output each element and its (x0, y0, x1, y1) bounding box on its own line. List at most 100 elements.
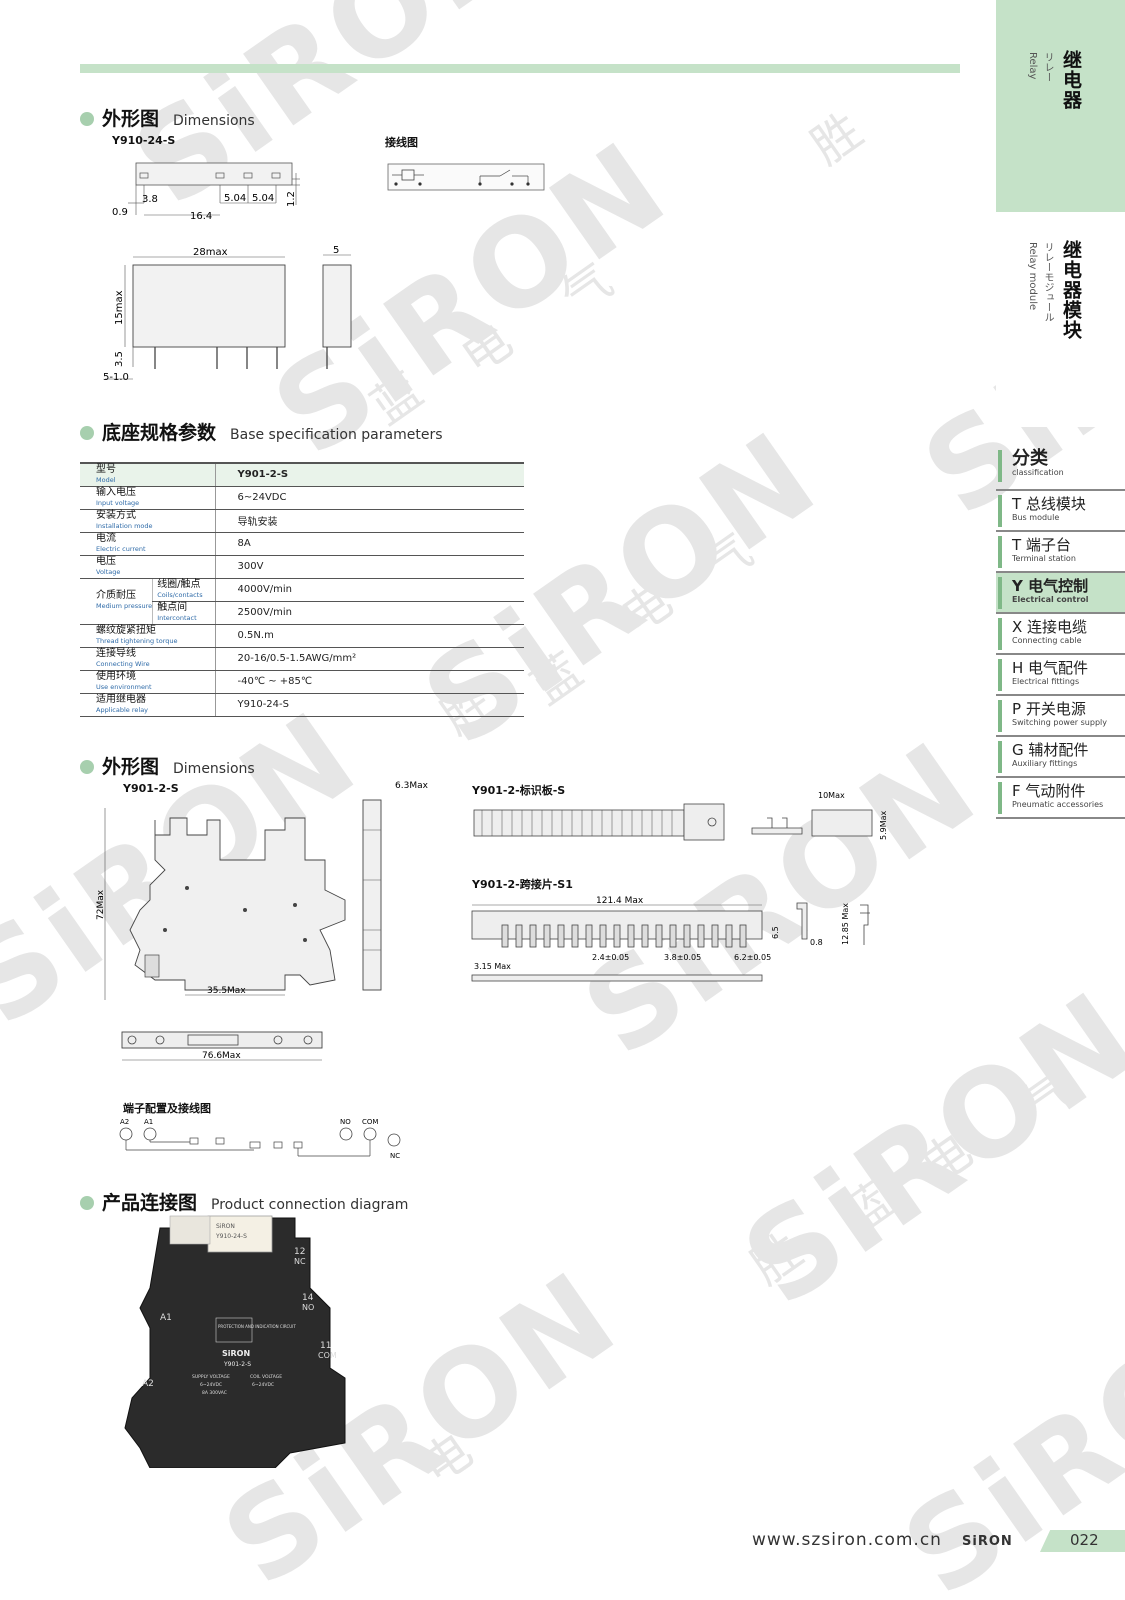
photo-t11: 11 (320, 1341, 331, 1351)
spec-subkey-en: Intercontact (157, 613, 197, 622)
spec-key-cn: 电流 (96, 532, 116, 544)
spec-value: 2500V/min (214, 601, 524, 625)
watermark-char: 电 (611, 572, 683, 646)
dim-2.4: 2.4±0.05 (592, 953, 629, 962)
nav-item-switching-power[interactable]: P 开关电源 Switching power supply (996, 696, 1125, 737)
nav-sub: Auxiliary fittings (1012, 759, 1078, 768)
dim-3.15max: 3.15 Max (474, 962, 511, 971)
dim-28max: 28max (193, 247, 228, 258)
photo-com: COM (318, 1351, 337, 1360)
photo-nc: NC (294, 1257, 306, 1266)
relay-pin-drawing: 0.9 3.8 16.4 5.04 5.04 1.2 (112, 162, 300, 222)
nav-title: T 端子台 (1012, 536, 1071, 554)
dim-3.5: 3.5 (114, 351, 125, 367)
nav-item-connecting-cable[interactable]: X 连接电缆 Connecting cable (996, 614, 1125, 655)
section-dimensions: 外形图 Dimensions (80, 104, 255, 131)
dim-5-1.0: 5-1.0 (103, 372, 129, 383)
spec-key-en: Input voltage (96, 498, 140, 507)
section-title-en: Dimensions (173, 761, 255, 777)
nav-sub: Pneumatic accessories (1012, 800, 1104, 809)
photo-rating: 8A 300VAC (202, 1390, 227, 1396)
terminal-wiring-diagram: A2 A1 NO COM NC (119, 1118, 401, 1160)
nav-title: F 气动附件 (1012, 782, 1086, 800)
tab-relay-en: Relay (1027, 52, 1038, 80)
spec-key-en: Electric current (96, 544, 146, 553)
bullet-icon (80, 760, 94, 774)
dim-5: 5 (333, 245, 339, 256)
dim-5.04-a: 5.04 (224, 193, 246, 204)
dim-35.5max: 35.5Max (207, 986, 246, 996)
section-title-cn: 产品连接图 (102, 1192, 198, 1214)
dim-0.9: 0.9 (112, 207, 128, 218)
nav-item-electrical-fittings[interactable]: H 电气配件 Electrical fittings (996, 655, 1125, 696)
header-rule (80, 64, 960, 73)
dim-6.5: 6.5 (771, 926, 780, 939)
footer-url[interactable]: www.szsiron.com.cn (752, 1530, 942, 1550)
watermark-char: 气 (691, 522, 763, 596)
spec-value: 6~24VDC (214, 486, 524, 510)
spec-key-cn: 适用继电器 (96, 693, 146, 705)
product-photo: SiRON Y910-24-S 12 NC 14 NO 11 COM A1 A2… (124, 1215, 346, 1468)
nav-sub: Electrical control (1012, 595, 1089, 604)
section-dimensions-2: 外形图 Dimensions (80, 752, 255, 779)
relay-outline-drawing: 28max 15max 3.5 5-1.0 5 (103, 245, 352, 383)
nav-title: X 连接电缆 (1012, 618, 1088, 636)
nav-item-pneumatic[interactable]: F 气动附件 Pneumatic accessories (996, 778, 1125, 819)
nav-title: 分类 (1012, 448, 1048, 469)
terminal-com: COM (362, 1118, 378, 1126)
dim-6.3max: 6.3Max (395, 781, 429, 791)
dim-121.4max: 121.4 Max (596, 896, 644, 906)
base-top-view: 76.6Max (121, 1031, 323, 1061)
watermark-char: 电 (451, 312, 523, 386)
jumper-drawing: 121.4 Max 2.4±0.05 3.8±0.05 6.2±0.05 6.5… (471, 896, 870, 982)
spec-value: 导轨安装 (214, 509, 524, 533)
watermark-logo: SiRON (720, 965, 1125, 1334)
spec-key-en: Voltage (96, 567, 121, 576)
spec-value: Y910-24-S (214, 693, 524, 717)
tab-relay-module[interactable] (996, 215, 1125, 427)
dim-6.2: 6.2±0.05 (734, 953, 771, 962)
spec-key-en: Thread tightening torque (96, 636, 178, 645)
section-connection: 产品连接图 Product connection diagram (80, 1188, 408, 1215)
photo-coil-v: 6~24VDC (252, 1382, 274, 1388)
section-title-en: Product connection diagram (211, 1197, 409, 1213)
watermark-char: 电 (411, 1422, 483, 1496)
spec-key-en: Installation mode (96, 521, 153, 530)
nav-item-auxiliary-fittings[interactable]: G 辅材配件 Auxiliary fittings (996, 737, 1125, 778)
spec-subkey-en: Coils/contacts (157, 590, 203, 599)
dim-5.04-b: 5.04 (252, 193, 274, 204)
spec-key-en: Use environment (96, 682, 152, 691)
tab-relay[interactable] (996, 0, 1125, 212)
wiring-label: 接线图 (385, 136, 418, 149)
spec-value: -40℃ ~ +85℃ (214, 670, 524, 694)
nav-title: P 开关电源 (1012, 700, 1086, 718)
nav-item-bus-module[interactable]: T 总线模块 Bus module (996, 491, 1125, 532)
page-number: 022 (1070, 1531, 1099, 1549)
section-title-cn: 外形图 (102, 756, 160, 778)
spec-key-cn: 型号 (96, 463, 116, 475)
nav-title: T 总线模块 (1012, 495, 1086, 513)
terminal-a1: A1 (144, 1118, 153, 1126)
spec-key-cn: 安装方式 (96, 509, 136, 521)
spec-key-cn: 连接导线 (96, 647, 136, 659)
tab-relay-module-jp: リレーモジュール (1042, 242, 1053, 322)
spec-value: Y901-2-S (214, 462, 524, 487)
base-model-label: Y901-2-S (123, 782, 179, 795)
nav-title: G 辅材配件 (1012, 741, 1089, 759)
watermark-char: 蓝 (521, 642, 593, 716)
spec-value: 300V (214, 555, 524, 579)
nav-sub: Connecting cable (1012, 636, 1082, 645)
photo-coil: COIL VOLTAGE (250, 1374, 282, 1380)
nav-item-electrical-control[interactable]: Y 电气控制 Electrical control (996, 573, 1125, 614)
watermark-char: 胜 (801, 102, 873, 176)
nav-item-terminal-station[interactable]: T 端子台 Terminal station (996, 532, 1125, 573)
photo-relay-model: Y910-24-S (215, 1233, 247, 1240)
spec-value: 20-16/0.5-1.5AWG/mm² (214, 647, 524, 671)
